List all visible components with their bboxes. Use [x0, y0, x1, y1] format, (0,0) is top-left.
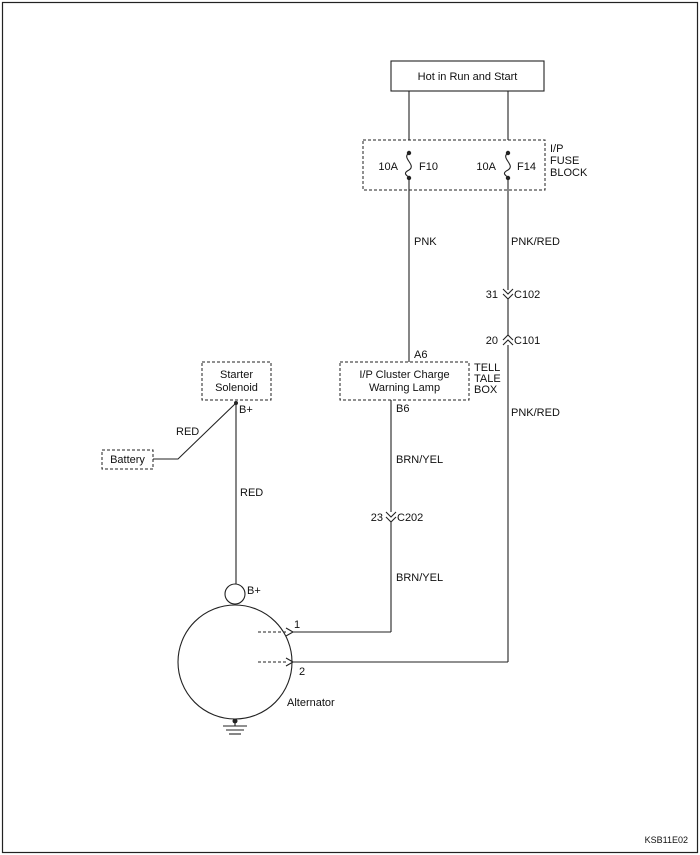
- alternator-pin2-label: 2: [299, 666, 305, 678]
- fuse-f14-symbol: [503, 152, 511, 179]
- fuse-f14-terminal-bottom: [505, 175, 511, 181]
- wire-red-battery-label: RED: [176, 426, 199, 438]
- fuse-f10-id: F10: [419, 161, 438, 173]
- fuse-f14-rating: 10A: [476, 161, 496, 173]
- fuse-block-label-line3: BLOCK: [550, 167, 588, 179]
- starter-terminal-b-plus: B+: [239, 404, 253, 416]
- fuse-f10-symbol: [404, 152, 412, 179]
- connector-c102-pin: 31: [486, 289, 498, 301]
- battery-label: Battery: [110, 454, 145, 466]
- wire-brn-yel-lower-label: BRN/YEL: [396, 572, 443, 584]
- fuse-f14-id: F14: [517, 161, 536, 173]
- cluster-label-line2: Warning Lamp: [369, 382, 440, 394]
- alternator-label: Alternator: [287, 697, 335, 709]
- alternator-pin1-arrow: [285, 627, 295, 637]
- fuse-block-label-line2: FUSE: [550, 155, 579, 167]
- alternator-b-plus-label: B+: [247, 585, 261, 597]
- connector-c102: 31 C102: [486, 288, 540, 301]
- ground-icon: [223, 721, 247, 735]
- cluster-pin-b6: B6: [396, 403, 409, 415]
- wire-red-alternator-label: RED: [240, 487, 263, 499]
- connector-c202: 23 C202: [371, 511, 423, 524]
- figure-code: KSB11E02: [645, 835, 688, 845]
- alternator-pin2-arrow: [285, 657, 295, 667]
- tell-tale-box-line2: TALE: [474, 373, 501, 385]
- cluster-pin-a6: A6: [414, 349, 427, 361]
- fuse-block-label-line1: I/P: [550, 143, 563, 155]
- wire-red-battery: [153, 402, 237, 460]
- wire-pnk-red-lower-label: PNK/RED: [511, 407, 560, 419]
- connector-c202-name: C202: [397, 512, 423, 524]
- starter-solenoid: Starter Solenoid B+: [201, 361, 272, 416]
- battery: Battery: [101, 449, 154, 470]
- connector-c101-pin: 20: [486, 335, 498, 347]
- wire-brn-yel-upper-label: BRN/YEL: [396, 454, 443, 466]
- connector-c101: 20 C101: [486, 334, 540, 347]
- fuse-block: 10A F10 10A F14 I/P FUSE BLOCK: [362, 139, 588, 191]
- wire-pnk-red-upper-label: PNK/RED: [511, 236, 560, 248]
- wire-pnk-label: PNK: [414, 236, 437, 248]
- connector-c102-name: C102: [514, 289, 540, 301]
- fuse-f10-rating: 10A: [378, 161, 398, 173]
- tell-tale-box-line1: TELL: [474, 362, 500, 374]
- starter-label-line2: Solenoid: [215, 382, 258, 394]
- tell-tale-box-line3: BOX: [474, 384, 498, 396]
- cluster-charge-warning-lamp: I/P Cluster Charge Warning Lamp A6 B6 TE…: [339, 349, 501, 415]
- connector-c101-name: C101: [514, 335, 540, 347]
- fuse-f10-terminal-bottom: [406, 175, 412, 181]
- connector-c202-pin: 23: [371, 512, 383, 524]
- cluster-label-line1: I/P Cluster Charge: [359, 369, 449, 381]
- starter-label-line1: Starter: [220, 369, 253, 381]
- alternator: B+ 1 2 Alternator: [177, 583, 335, 735]
- alternator-b-plus-terminal: [224, 583, 246, 605]
- power-source-box: Hot in Run and Start: [390, 60, 545, 92]
- alternator-pin1-label: 1: [294, 619, 300, 631]
- power-source-label: Hot in Run and Start: [418, 71, 518, 83]
